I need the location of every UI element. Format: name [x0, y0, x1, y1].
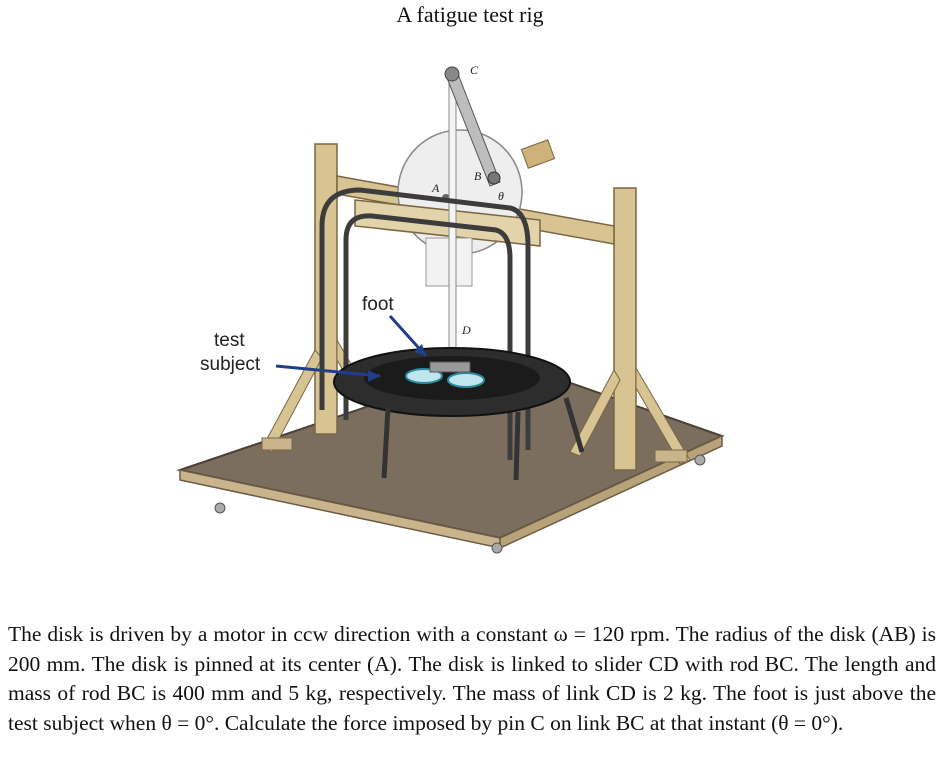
test-subject-label-line1: test: [214, 330, 245, 351]
right-post: [613, 187, 637, 471]
left-post: [314, 143, 338, 435]
motor: [520, 139, 556, 169]
point-c-label: C: [470, 63, 479, 77]
test-subject-label-line2: subject: [200, 354, 261, 375]
test-rig-drawing: foot test subject A B C D θ: [176, 63, 725, 554]
theta-label: θ: [498, 189, 504, 203]
test-subject-arrow: [275, 364, 381, 378]
problem-statement: The disk is driven by a motor in ccw dir…: [8, 620, 936, 738]
right-brace-a: [569, 368, 621, 457]
foot-right: [447, 372, 485, 388]
point-d-label: D: [461, 323, 471, 337]
test-rig-illustration: foot test subject A B C D θ: [0, 40, 940, 570]
slider-rod-cd: [448, 67, 457, 369]
point-b-label: B: [474, 169, 482, 183]
problem-text: The disk is driven by a motor in ccw dir…: [8, 622, 936, 735]
point-a-label: A: [431, 181, 440, 195]
figure-title: A fatigue test rig: [396, 2, 544, 27]
foot-label: foot: [362, 294, 394, 315]
right-brace-b: [635, 366, 691, 465]
handrail: [319, 187, 531, 460]
